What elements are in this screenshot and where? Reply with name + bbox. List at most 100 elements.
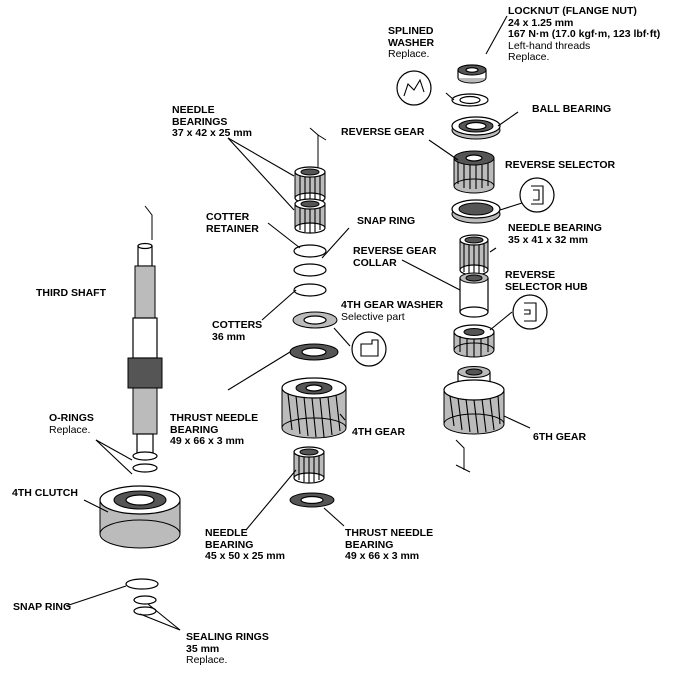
third-shaft-part [127,242,163,455]
o-rings-title: O-RINGS [49,412,94,424]
reverse-selector-hub-part [453,324,495,358]
o-rings-label: O-RINGS Replace. [49,412,94,436]
needle-bearing-lower-title-2: BEARING [205,538,254,551]
locknut-label: LOCKNUT (FLANGE NUT) 24 x 1.25 mm 167 N·… [508,5,661,64]
sealing-rings-title: SEALING RINGS [186,631,269,643]
sealing-rings-note: Replace. [186,654,228,666]
ball-bearing-part [451,116,501,140]
reverse-selector-callout [519,177,555,213]
needle-bearing-right-part [459,234,489,276]
fourth-gear-washer-title: 4TH GEAR WASHER [341,299,444,311]
reverse-selector-title: REVERSE SELECTOR [505,159,616,171]
thrust-needle-bearing-lower-label: THRUST NEEDLE BEARING 49 x 66 x 3 mm [345,527,434,563]
fourth-gear-washer-callout [351,331,387,367]
splined-washer-label: SPLINED WASHER Replace. [388,25,435,61]
splined-washer-title-2: WASHER [388,36,435,49]
needle-bearing-lower-title-1: NEEDLE [205,527,248,539]
splined-washer-title-1: SPLINED [388,25,434,37]
fourth-gear-part [281,377,347,439]
thrust-needle-bearing-upper-title-1: THRUST NEEDLE [170,412,259,424]
snap-ring-mid-label: SNAP RING [357,215,416,228]
fourth-gear-washer-note: Selective part [341,310,405,323]
reverse-gear-label: REVERSE GEAR [341,126,425,139]
thrust-needle-bearing-lower-title-1: THRUST NEEDLE [345,527,434,539]
snap-ring-bottom-label: SNAP RING [13,601,72,614]
leader-lines [65,15,531,631]
needle-bearing-lower-label: NEEDLE BEARING 45 x 50 x 25 mm [205,527,285,563]
needle-bearing-top-2-part [294,198,326,234]
fourth-gear-washer-part [292,311,338,329]
locknut-thread-size: 24 x 1.25 mm [508,16,574,29]
cotter-rings-part [293,244,327,297]
thrust-needle-bearing-upper-size: 49 x 66 x 3 mm [170,435,245,447]
needle-bearings-top-label: NEEDLE BEARINGS 37 x 42 x 25 mm [172,104,252,140]
splined-washer-part [451,93,489,107]
thrust-needle-bearing-upper-title-2: BEARING [170,423,219,436]
cotters-size: 36 mm [212,330,246,343]
sixth-gear-title: 6TH GEAR [533,431,587,443]
ball-bearing-title: BALL BEARING [532,103,612,115]
reverse-selector-hub-title-1: REVERSE [505,269,556,281]
splined-washer-callout [396,70,432,106]
needle-bearings-top-size: 37 x 42 x 25 mm [172,127,252,139]
needle-bearing-right-title: NEEDLE BEARING [508,222,602,234]
reverse-gear-part [453,150,495,194]
reverse-gear-collar-title-2: COLLAR [353,256,397,269]
locknut-title: LOCKNUT (FLANGE NUT) [508,5,637,17]
reverse-selector-part [451,199,501,224]
needle-bearings-top-title-2: BEARINGS [172,115,228,128]
thrust-needle-bearing-upper-label: THRUST NEEDLE BEARING 49 x 66 x 3 mm [170,412,259,448]
fourth-gear-title: 4TH GEAR [352,426,406,438]
reverse-gear-collar-part [459,272,489,318]
reverse-selector-label: REVERSE SELECTOR [505,159,616,172]
locknut-replace-note: Replace. [508,51,550,63]
snap-ring-mid-title: SNAP RING [357,215,416,227]
ball-bearing-label: BALL BEARING [532,103,612,116]
cotter-retainer-title-1: COTTER [206,211,250,223]
thrust-needle-bearing-upper-part [289,343,339,361]
needle-bearing-right-label: NEEDLE BEARING 35 x 41 x 32 mm [508,222,602,246]
sealing-rings-label: SEALING RINGS 35 mm Replace. [186,631,269,667]
reverse-selector-hub-label: REVERSE SELECTOR HUB [505,269,588,293]
snap-ring-bottom-title: SNAP RING [13,601,72,613]
sealing-rings-part [133,595,157,616]
snap-ring-bottom-part [125,578,159,590]
sixth-gear-label: 6TH GEAR [533,431,587,444]
fourth-gear-label: 4TH GEAR [352,426,406,439]
needle-bearing-top-1-part [294,166,326,204]
fourth-clutch-label: 4TH CLUTCH [12,487,78,500]
axis-mark-left [144,205,153,240]
reverse-gear-collar-label: REVERSE GEAR COLLAR [353,245,437,269]
cotters-label: COTTERS 36 mm [212,319,263,343]
locknut-torque: 167 N·m (17.0 kgf·m, 123 lbf·ft) [508,28,661,40]
reverse-gear-collar-title-1: REVERSE GEAR [353,245,437,257]
needle-bearing-lower-size: 45 x 50 x 25 mm [205,550,285,562]
o-rings-part [132,451,158,473]
splined-washer-note: Replace. [388,48,430,60]
third-shaft-label: THIRD SHAFT [36,287,106,300]
reverse-gear-title: REVERSE GEAR [341,126,425,138]
cotters-title: COTTERS [212,319,263,331]
locknut-part [457,64,487,84]
cotter-retainer-label: COTTER RETAINER [206,211,259,235]
reverse-selector-hub-callout [512,294,548,330]
third-shaft-title: THIRD SHAFT [36,287,106,299]
thrust-needle-bearing-lower-title-2: BEARING [345,538,394,551]
fourth-gear-washer-label: 4TH GEAR WASHER Selective part [341,299,444,323]
needle-bearing-right-size: 35 x 41 x 32 mm [508,233,588,246]
axis-mark-center [309,127,327,170]
cotter-retainer-title-2: RETAINER [206,222,259,235]
reverse-selector-hub-title-2: SELECTOR HUB [505,280,588,293]
fourth-clutch-title: 4TH CLUTCH [12,487,78,499]
axis-mark-right [455,439,471,473]
thrust-needle-bearing-lower-size: 49 x 66 x 3 mm [345,550,420,562]
locknut-thread-note: Left-hand threads [508,39,591,52]
sealing-rings-size: 35 mm [186,642,220,655]
sixth-gear-part [443,366,505,435]
o-rings-note: Replace. [49,423,91,436]
thrust-needle-bearing-lower-part [289,492,335,508]
needle-bearing-lower-part [293,446,325,484]
needle-bearings-top-title-1: NEEDLE [172,104,215,116]
